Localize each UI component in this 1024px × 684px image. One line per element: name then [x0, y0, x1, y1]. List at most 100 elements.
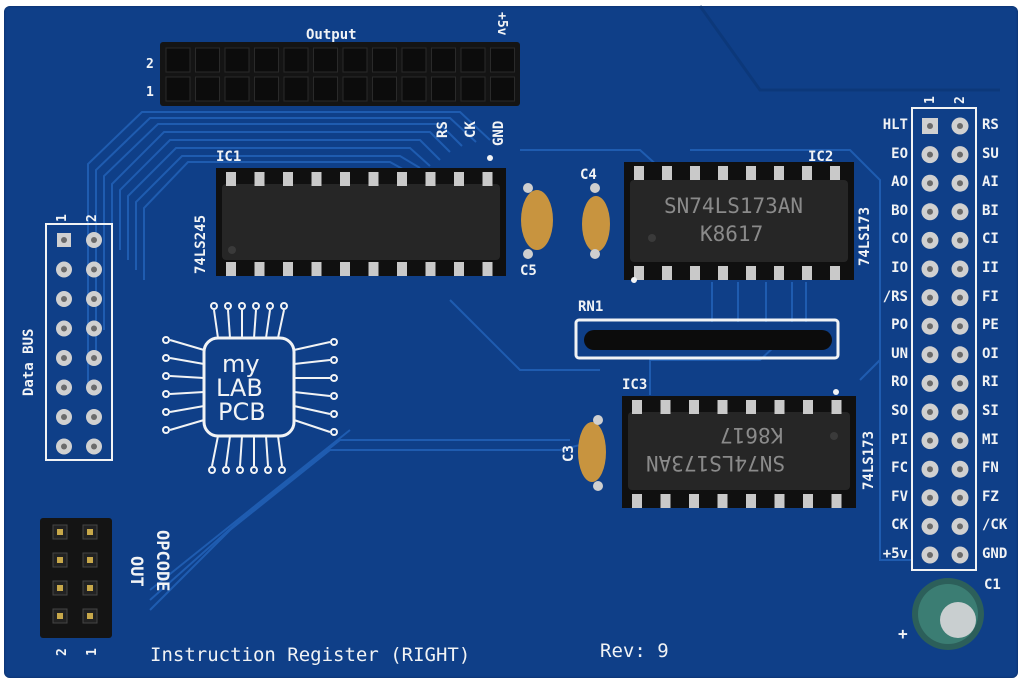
ic1-chip: [216, 168, 506, 276]
mylabpcb-logo-graphic: [162, 302, 338, 474]
ic-pin: [454, 172, 464, 186]
output-socket: [283, 47, 309, 73]
ic-pin: [746, 266, 756, 280]
right-header-left-label: HLT: [882, 117, 908, 133]
logo-lead: [225, 435, 231, 467]
right-header-left-label: FV: [891, 488, 908, 505]
c1-polarity-mark: +: [898, 624, 908, 643]
ic-pin: [368, 172, 379, 186]
logo-lead: [293, 359, 331, 365]
data-bus-col1-label: 1: [55, 214, 70, 222]
ic-pin: [283, 262, 293, 276]
opcode-out-label: OUT: [126, 556, 146, 587]
right-header-right-label: FN: [982, 460, 999, 477]
ic-pin: [397, 262, 407, 276]
ic2-chip: [624, 162, 854, 280]
output-socket: [490, 47, 515, 73]
ic1-part-label: 74LS245: [193, 214, 209, 274]
ic-pin: [340, 172, 350, 186]
ic-pin: [660, 400, 671, 414]
output-socket: [372, 76, 397, 102]
output-header: [160, 42, 520, 106]
ic-pin: [831, 494, 842, 508]
ic-pin: [634, 266, 644, 280]
logo-lead: [293, 405, 331, 415]
right-header-right-label: RI: [982, 374, 999, 391]
output-row2-label: 2: [146, 57, 154, 72]
logo-lead: [169, 375, 205, 379]
output-socket: [460, 76, 486, 102]
opcode-title: OPCODE: [152, 530, 172, 592]
ic-pin: [802, 166, 812, 180]
logo-lead: [169, 339, 205, 351]
ic-pin: [226, 172, 236, 186]
ic-pin: [802, 266, 812, 280]
ic2-marking-line2: K8617: [700, 222, 764, 246]
right-header-right-label: SU: [982, 145, 999, 162]
output-socket: [195, 76, 220, 102]
ic-pin: [226, 262, 236, 276]
output-gnd-label: GND: [491, 120, 507, 146]
output-socket: [401, 76, 427, 102]
right-header-right-label: OI: [982, 345, 999, 362]
logo-pcb: PCB: [218, 398, 266, 426]
logo-lead: [169, 391, 205, 395]
ic3-chip: [622, 396, 856, 508]
right-header-right-label: PE: [982, 317, 999, 334]
ic-pin: [718, 166, 728, 180]
output-socket: [460, 47, 486, 73]
ic-pin: [689, 494, 699, 508]
right-header-right-label: CI: [982, 231, 999, 248]
c5-label: C5: [520, 263, 537, 279]
data-bus-header: [45, 223, 113, 461]
output-socket: [372, 47, 397, 73]
ic-pin: [717, 400, 728, 414]
right-header-left-label: EO: [891, 145, 908, 162]
logo-lead: [169, 357, 205, 365]
output-plus5v-label: +5v: [494, 12, 509, 36]
ic-pin: [746, 494, 756, 508]
right-header-col1-label: 1: [923, 96, 938, 104]
logo-lead: [169, 405, 205, 413]
ic-pin: [689, 400, 699, 414]
ic-pin: [311, 262, 322, 276]
logo-lead: [277, 309, 285, 339]
board-title: Instruction Register (RIGHT): [150, 644, 471, 666]
ic-pin: [254, 172, 265, 186]
output-socket: [490, 76, 515, 102]
ic-pin: [774, 400, 785, 414]
right-header-right-label: BI: [982, 202, 999, 219]
opcode-header: [40, 518, 112, 638]
capacitors: [521, 183, 984, 650]
logo-lead: [265, 435, 269, 467]
right-header-left-label: RO: [891, 374, 908, 391]
ic-pin: [774, 166, 784, 180]
ic-pin: [482, 172, 493, 186]
ic-pin: [454, 262, 464, 276]
ic-pin: [254, 262, 265, 276]
right-bus-header: [911, 107, 977, 571]
right-header-right-label: FZ: [982, 488, 999, 505]
ic-pin: [660, 494, 671, 508]
right-header-right-label: II: [982, 260, 999, 276]
rn1-label: RN1: [578, 299, 604, 315]
output-socket: [224, 76, 250, 102]
ic-pin: [803, 400, 813, 414]
ic-pin: [717, 494, 728, 508]
logo-lead: [293, 341, 331, 351]
output-socket: [254, 47, 279, 73]
ic-pin: [746, 400, 756, 414]
rn1-resistor-network: [574, 318, 840, 360]
right-header-right-label: AI: [982, 174, 999, 191]
ic-pin: [803, 494, 813, 508]
logo-lead: [277, 435, 283, 467]
logo-lead: [213, 309, 219, 339]
ic-pin: [482, 262, 493, 276]
ic-pin: [425, 262, 436, 276]
right-header-left-label: CK: [891, 517, 908, 534]
ic-pin: [718, 266, 728, 280]
right-header-right-label: RS: [982, 117, 999, 133]
ic-pin: [830, 166, 840, 180]
ic-pin: [368, 262, 379, 276]
